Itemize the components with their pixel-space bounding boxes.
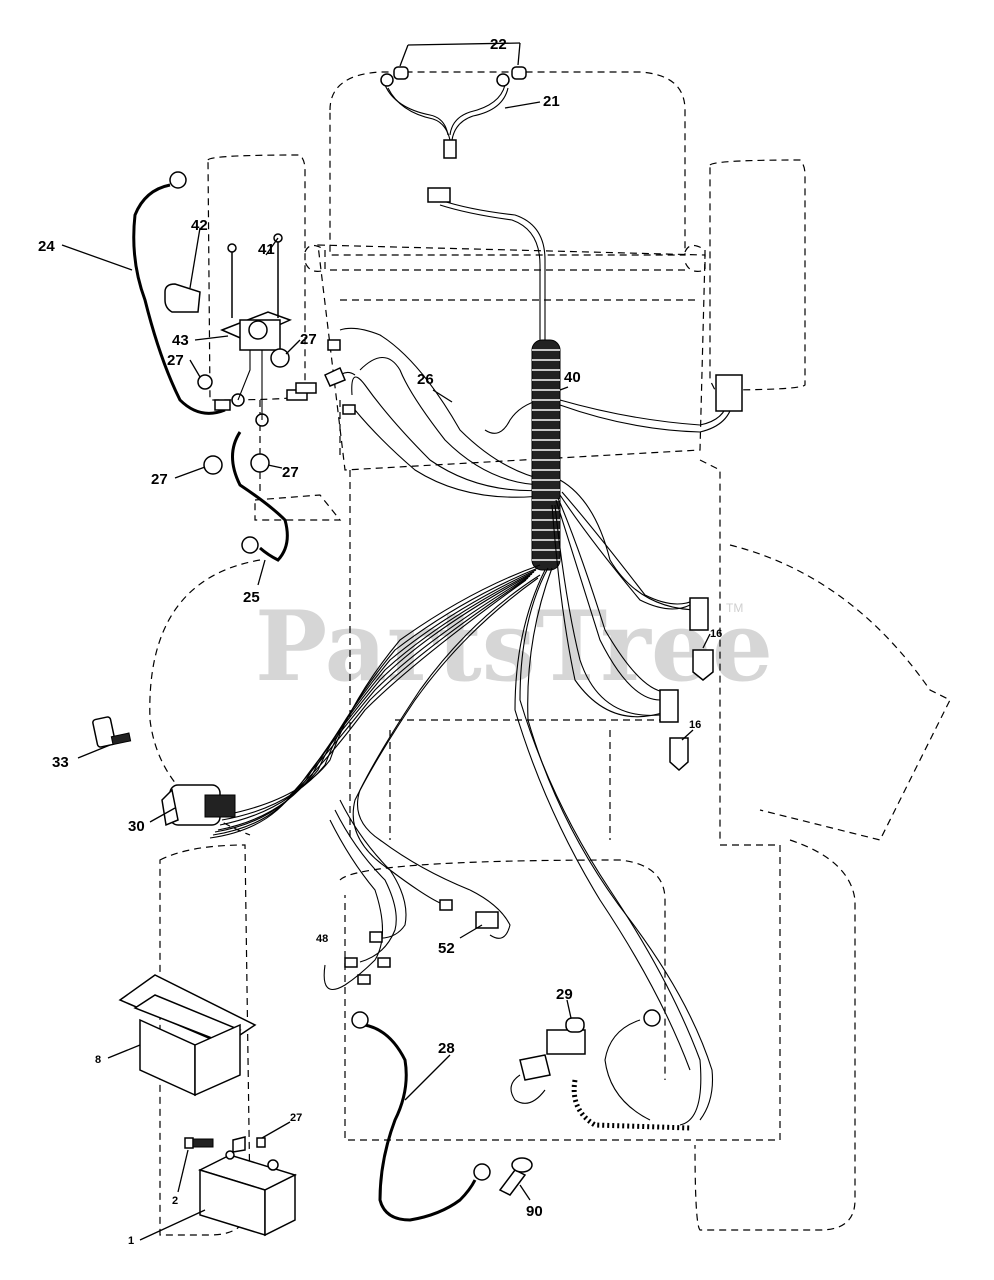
callout-16-upper: 16 [710, 628, 722, 640]
callout-16-lower: 16 [689, 719, 701, 731]
ignition-key [92, 716, 132, 748]
callout-28: 28 [438, 1040, 455, 1057]
small-connector [327, 339, 341, 351]
headlight-bulb-right [511, 66, 527, 80]
seat-switch [510, 1017, 586, 1104]
battery-nut [232, 1136, 266, 1153]
battery-cable-28 [351, 1011, 491, 1222]
part-16-upper [692, 649, 714, 681]
leader-lines [61, 42, 711, 1241]
battery [197, 1150, 298, 1237]
callout-2: 2 [172, 1195, 178, 1207]
callout-52: 52 [438, 940, 455, 957]
callout-1: 1 [128, 1235, 134, 1247]
callout-41: 41 [258, 241, 275, 258]
connector-16a [689, 597, 709, 631]
conduit [531, 339, 561, 571]
headlight-connector [443, 139, 457, 159]
callout-48: 48 [316, 933, 328, 945]
small-connector-2 [342, 404, 356, 415]
connector-52 [475, 911, 499, 929]
callout-42: 42 [191, 217, 208, 234]
callout-27-solenoid-right: 27 [300, 331, 317, 348]
callout-27-nut-left: 27 [151, 471, 168, 488]
callout-40: 40 [564, 369, 581, 386]
callout-27-nut-right: 27 [282, 464, 299, 481]
front-connector [427, 187, 451, 203]
headlight-harness [380, 66, 527, 159]
callout-43: 43 [172, 332, 189, 349]
callout-22: 22 [490, 36, 507, 53]
callout-30: 30 [128, 818, 145, 835]
callout-24: 24 [38, 238, 55, 255]
harness-bundle [209, 479, 714, 1126]
callout-labels: 22 21 24 42 41 43 27 27 27 27 25 26 40 1… [38, 36, 722, 1247]
right-connector [715, 374, 743, 412]
connector-16b [659, 689, 679, 723]
callout-21: 21 [543, 93, 560, 110]
callout-29: 29 [556, 986, 573, 1003]
part-16-lower [669, 737, 689, 772]
callout-90: 90 [526, 1203, 543, 1220]
terminal-boot [498, 1157, 533, 1196]
callout-26: 26 [417, 371, 434, 388]
callout-27-solenoid-left: 27 [167, 352, 184, 369]
ignition-switch [161, 784, 236, 827]
main-harness-wires [324, 187, 743, 498]
battery-cable-24 [132, 171, 231, 415]
callout-25: 25 [243, 589, 260, 606]
callout-8: 8 [95, 1054, 101, 1066]
watermark-trademark: TM [726, 601, 743, 615]
solenoid-assembly [164, 233, 317, 475]
battery-box [118, 974, 257, 1097]
coil-cord [571, 1009, 691, 1131]
callout-33: 33 [52, 754, 69, 771]
battery-bolt [184, 1137, 214, 1149]
ground-cable-25 [231, 431, 289, 562]
headlight-bulb-left [393, 66, 409, 80]
callout-27-battery: 27 [290, 1112, 302, 1124]
